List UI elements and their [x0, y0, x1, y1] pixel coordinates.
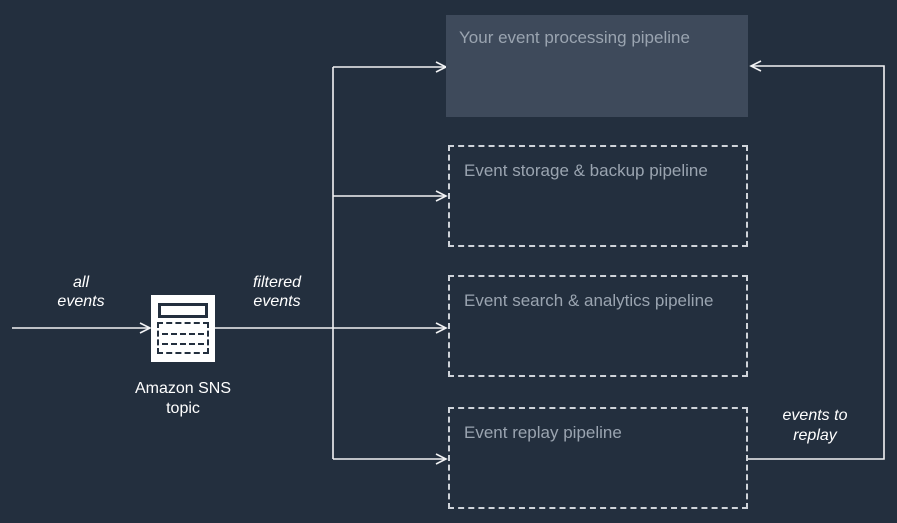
- label-line: filtered: [252, 274, 302, 291]
- label-all-events: all events: [16, 273, 146, 311]
- sns-message-list: [157, 322, 209, 354]
- sns-message-row: [162, 333, 204, 335]
- arrow-replay-return: [748, 60, 885, 460]
- sns-message-row: [162, 343, 204, 345]
- label-line: events: [57, 293, 105, 310]
- label-line: events: [253, 293, 301, 310]
- label-events-to-replay: events to replay: [750, 406, 880, 446]
- label-line: Amazon SNS: [134, 380, 232, 397]
- label-sns-topic: Amazon SNS topic: [113, 379, 253, 419]
- sns-topic-icon: [151, 295, 215, 362]
- pipeline-title: Event search & analytics pipeline: [464, 291, 714, 310]
- pipeline-title: Event replay pipeline: [464, 423, 622, 442]
- label-filtered-events: filtered events: [212, 273, 342, 311]
- label-line: replay: [793, 427, 837, 444]
- label-line: topic: [166, 400, 200, 417]
- pipeline-title: Your event processing pipeline: [459, 28, 690, 47]
- label-line: all: [72, 274, 89, 291]
- pipeline-box-processing: Your event processing pipeline: [446, 15, 748, 117]
- sns-topic-bar: [158, 303, 208, 318]
- pipeline-box-search: Event search & analytics pipeline: [448, 275, 748, 377]
- pipeline-box-replay: Event replay pipeline: [448, 407, 748, 509]
- label-line: events to: [782, 407, 848, 424]
- pipeline-box-storage: Event storage & backup pipeline: [448, 145, 748, 247]
- pipeline-title: Event storage & backup pipeline: [464, 161, 708, 180]
